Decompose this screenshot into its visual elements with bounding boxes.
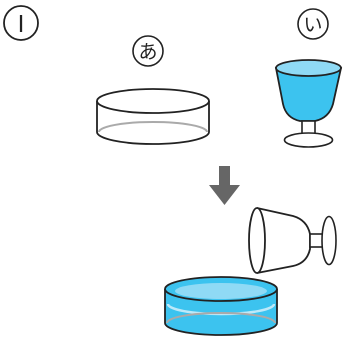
label-b-text: い — [303, 14, 322, 36]
down-arrow-icon — [209, 166, 240, 205]
container-a-dish-with-water — [164, 276, 278, 336]
label-a-circle — [132, 35, 164, 67]
step-circle — [3, 5, 39, 41]
label-b: い — [297, 8, 329, 40]
container-b-goblet-full — [274, 59, 343, 148]
goblet-pouring — [248, 207, 337, 274]
container-a-empty-dish — [96, 88, 210, 145]
label-a-text: あ — [138, 41, 157, 63]
label-b-circle — [297, 8, 329, 40]
step-label: Ⅰ — [18, 12, 25, 38]
label-a: あ — [132, 35, 164, 67]
step-marker: Ⅰ — [3, 5, 39, 41]
